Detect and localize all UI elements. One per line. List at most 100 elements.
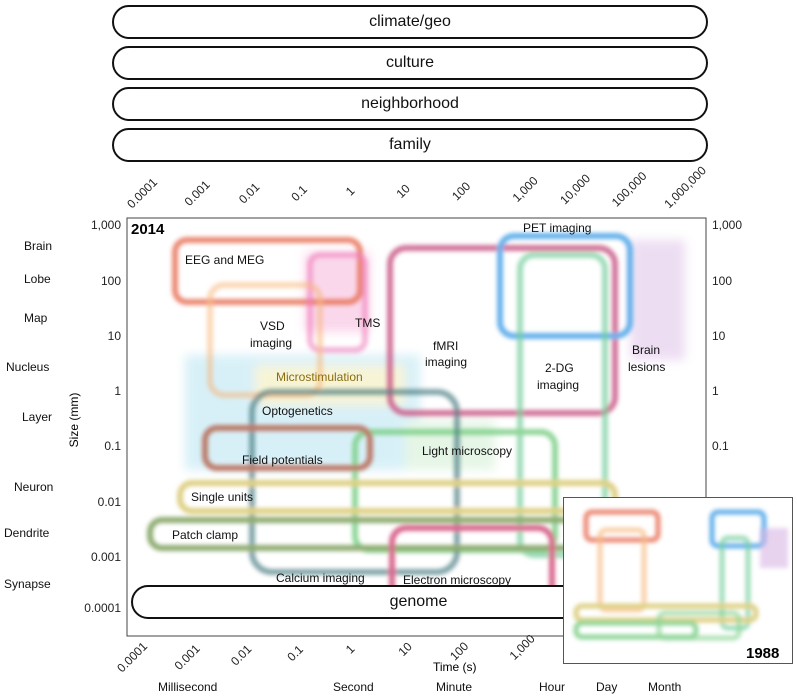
inset-outline-single-units bbox=[573, 603, 759, 623]
size-unit-label: Synapse bbox=[4, 577, 51, 591]
time-unit-label: Second bbox=[333, 680, 374, 694]
size-unit-label: Brain bbox=[24, 239, 52, 253]
size-units: Brain Lobe Map Nucleus Layer Neuron Dend… bbox=[4, 239, 53, 591]
top-tick-label: 10,000 bbox=[557, 171, 593, 207]
technique-label: lesions bbox=[628, 360, 665, 374]
y-tick-label: 0.01 bbox=[98, 495, 122, 509]
size-unit-label: Lobe bbox=[24, 272, 51, 286]
technique-label: VSD bbox=[260, 319, 285, 333]
technique-label: Patch clamp bbox=[172, 528, 238, 542]
technique-label: fMRI bbox=[433, 339, 458, 353]
y-axis-label: Size (mm) bbox=[67, 393, 81, 448]
y-tick-label-right: 1,000 bbox=[712, 218, 742, 232]
y-tick-label-right: 0.1 bbox=[712, 439, 729, 453]
size-unit-label: Nucleus bbox=[6, 360, 49, 374]
technique-label: PET imaging bbox=[523, 221, 591, 235]
fill-brain-lesions bbox=[630, 240, 685, 360]
top-tick-label: 1 bbox=[343, 184, 358, 199]
top-axis: 0.0001 0.001 0.01 0.1 1 10 100 1,000 10,… bbox=[124, 163, 709, 211]
bottom-tick-label: 0.001 bbox=[172, 641, 203, 672]
plot-frame bbox=[126, 217, 707, 637]
y-tick-label-right: 1 bbox=[712, 384, 719, 398]
technique-label: Field potentials bbox=[242, 453, 323, 467]
inset-outline-2dg bbox=[719, 535, 751, 631]
bottom-tick-label: 10 bbox=[395, 639, 415, 659]
top-tick-label: 0.1 bbox=[288, 182, 310, 204]
top-tick-label: 1,000 bbox=[510, 173, 541, 204]
x-axis-label: Time (s) bbox=[433, 660, 477, 674]
y-tick-label: 0.001 bbox=[91, 550, 121, 564]
y-tick-label: 1,000 bbox=[91, 218, 121, 232]
inset-outline-pet bbox=[709, 509, 767, 549]
technique-label: Microstimulation bbox=[276, 370, 363, 384]
inset-outline-vsd bbox=[597, 527, 647, 613]
technique-label: Optogenetics bbox=[262, 404, 333, 418]
year-label: 2014 bbox=[131, 221, 165, 238]
bottom-tick-label: 0.1 bbox=[284, 642, 306, 664]
technique-label: Calcium imaging bbox=[276, 571, 365, 585]
inset-outline-eeg bbox=[583, 509, 661, 543]
top-tick-label: 100 bbox=[449, 179, 473, 203]
y-tick-label: 0.0001 bbox=[84, 601, 121, 615]
time-units: Millisecond Second Minute Hour Day Month bbox=[158, 680, 681, 694]
band-label: climate/geo bbox=[369, 13, 451, 30]
technique-fills bbox=[185, 240, 685, 470]
technique-label: Brain bbox=[632, 343, 660, 357]
time-unit-label: Hour bbox=[539, 680, 565, 694]
technique-label: imaging bbox=[425, 355, 467, 369]
top-tick-label: 0.01 bbox=[236, 180, 263, 207]
inset-1988: 1988 bbox=[563, 497, 793, 664]
bottom-tick-label: 0.01 bbox=[228, 642, 255, 669]
technique-label: EEG and MEG bbox=[185, 253, 264, 267]
y-tick-label: 10 bbox=[108, 329, 122, 343]
technique-labels: EEG and MEG TMS VSD imaging fMRI imaging… bbox=[172, 221, 665, 587]
time-unit-label: Month bbox=[648, 680, 681, 694]
inset-year-label: 1988 bbox=[746, 645, 779, 662]
top-tick-label: 1,000,000 bbox=[661, 163, 709, 211]
technique-label: imaging bbox=[250, 336, 292, 350]
bottom-tick-label: 1 bbox=[343, 642, 358, 657]
inset-outline-patch bbox=[573, 620, 699, 640]
band-label: family bbox=[389, 136, 431, 153]
bottom-tick-label: 0.0001 bbox=[114, 639, 150, 675]
band-label: culture bbox=[385, 54, 435, 71]
technique-label: 2-DG bbox=[545, 361, 574, 375]
y-tick-label: 0.1 bbox=[104, 439, 121, 453]
technique-label: TMS bbox=[355, 316, 380, 330]
inset-fill-lesions bbox=[760, 528, 788, 568]
time-unit-label: Day bbox=[596, 680, 617, 694]
y-tick-label: 100 bbox=[101, 274, 121, 288]
fill-light-microscopy bbox=[405, 420, 495, 470]
band-culture: culture bbox=[112, 46, 708, 80]
top-tick-label: 0.001 bbox=[182, 177, 213, 208]
outline-field-potentials bbox=[202, 425, 373, 471]
y-tick-label-right: 10 bbox=[712, 329, 726, 343]
size-unit-label: Map bbox=[24, 311, 48, 325]
fill-microstimulation bbox=[255, 365, 405, 405]
outline-pet bbox=[497, 233, 633, 339]
right-y-axis: 1,000 100 10 1 0.1 bbox=[712, 218, 742, 453]
time-unit-label: Minute bbox=[436, 680, 472, 694]
y-tick-label: 1 bbox=[114, 384, 121, 398]
outline-2dg bbox=[517, 252, 608, 558]
outline-tms bbox=[307, 252, 368, 353]
top-tick-label: 10 bbox=[393, 181, 413, 201]
band-neighborhood: neighborhood bbox=[112, 87, 708, 121]
top-tick-label: 100,000 bbox=[609, 169, 650, 210]
band-climate-geo: climate/geo bbox=[112, 5, 708, 39]
size-unit-label: Layer bbox=[22, 410, 52, 424]
band-label: genome bbox=[389, 593, 448, 610]
band-label: neighborhood bbox=[361, 95, 459, 112]
inset-chart: 1988 bbox=[573, 509, 788, 662]
top-tick-label: 0.0001 bbox=[124, 175, 160, 211]
inset-outline-light bbox=[656, 610, 742, 641]
technique-label: Single units bbox=[191, 490, 253, 504]
technique-label: imaging bbox=[537, 378, 579, 392]
band-family: family bbox=[112, 128, 708, 162]
time-unit-label: Millisecond bbox=[158, 680, 217, 694]
outline-eeg-meg bbox=[172, 237, 363, 305]
size-unit-label: Dendrite bbox=[4, 526, 50, 540]
technique-label: Electron microscopy bbox=[403, 573, 511, 587]
y-tick-label-right: 100 bbox=[712, 274, 732, 288]
